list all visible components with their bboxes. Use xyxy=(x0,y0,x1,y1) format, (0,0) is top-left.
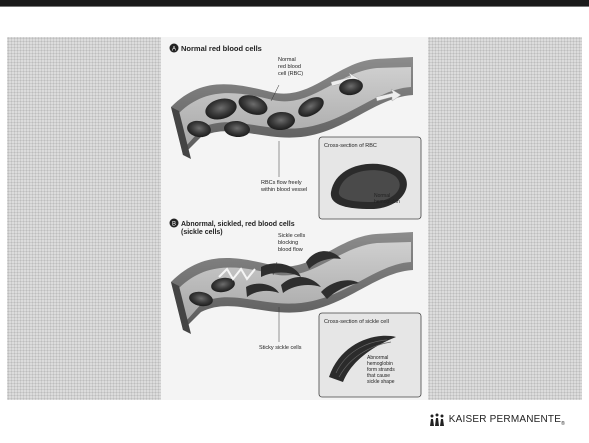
flow-callout-l2: within blood vessel xyxy=(260,187,307,193)
inset-b-title: Cross-section of sickle cell xyxy=(324,319,389,325)
brand-text: KAISER PERMANENTE xyxy=(449,414,561,425)
left-dotted-panel xyxy=(7,37,161,400)
right-dotted-panel xyxy=(428,37,582,400)
rbc-callout-l3: cell (RBC) xyxy=(278,71,303,77)
panel-a-badge-letter: A xyxy=(172,47,176,53)
sickle-cell-illustration: A Normal red blood cells No xyxy=(161,37,428,400)
block-callout-l2: blocking xyxy=(278,240,298,246)
panel-b-title-l2: (sickle cells) xyxy=(181,229,223,236)
illustration-svg: A Normal red blood cells No xyxy=(161,37,428,400)
top-divider xyxy=(0,6,589,7)
kaiser-permanente-logo: KAISER PERMANENTE® xyxy=(429,413,565,427)
panel-b: B Abnormal, sickled, red blood cells (si… xyxy=(170,219,422,398)
panel-b-badge-letter: B xyxy=(172,222,176,228)
rbc-callout-l1: Normal xyxy=(278,57,296,63)
rbc-callout-l2: red blood xyxy=(278,64,301,70)
block-callout-l3: blood flow xyxy=(278,247,303,253)
inset-a-label-2: hemoglobin xyxy=(374,199,400,205)
brand-name: KAISER PERMANENTE® xyxy=(449,414,565,427)
panel-b-title-l1: Abnormal, sickled, red blood cells xyxy=(181,221,295,228)
panel-a-title: Normal red blood cells xyxy=(181,44,262,53)
brand-registered-mark: ® xyxy=(561,421,565,427)
inset-b-label-5: sickle shape xyxy=(367,379,395,385)
inset-a-title: Cross-section of RBC xyxy=(324,143,377,149)
flow-callout-l1: RBCs flow freely xyxy=(261,180,302,186)
panel-a: A Normal red blood cells No xyxy=(170,44,422,220)
sticky-callout: Sticky sickle cells xyxy=(259,345,302,351)
kaiser-people-icon xyxy=(429,413,445,427)
block-callout-l1: Sickle cells xyxy=(278,233,305,239)
